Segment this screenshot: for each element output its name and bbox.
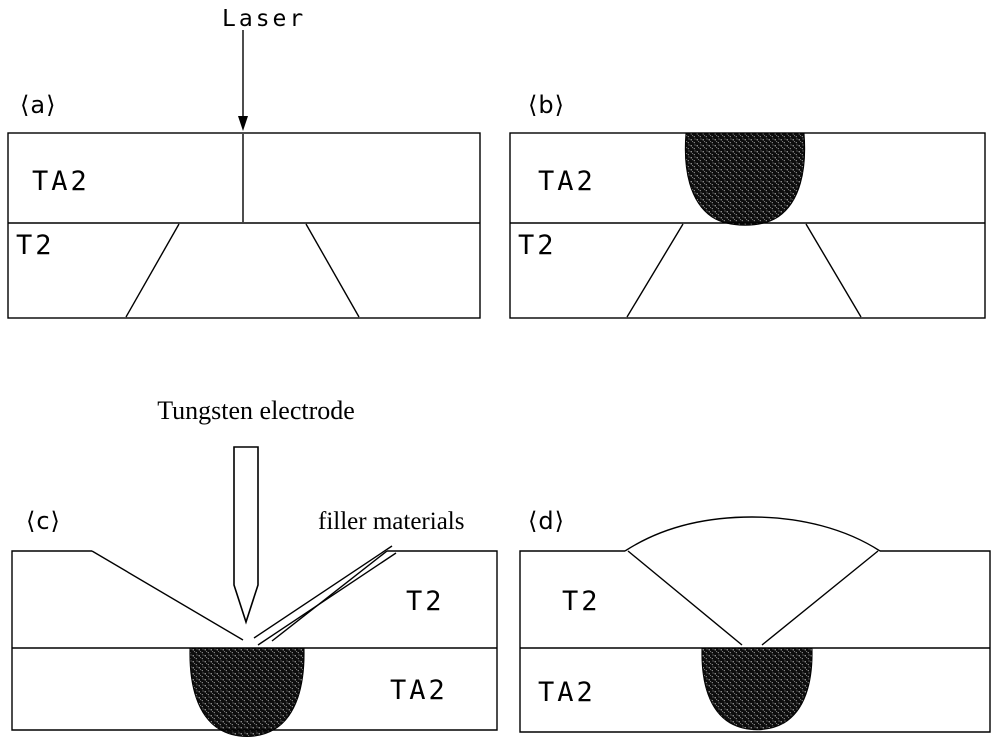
tungsten-electrode-label: Tungsten electrode: [157, 396, 355, 425]
panel-a-groove-right-line: [305, 223, 360, 318]
panel-a-top-layer-label: TA2: [32, 166, 90, 197]
laser-beam-arrow-icon: [238, 116, 248, 131]
panel-a-plate-outline: [7, 132, 481, 319]
panel-d-tag: ⟨d⟩: [528, 507, 565, 535]
panel-b: ⟨b⟩ TA2 T2: [509, 91, 986, 319]
panel-c-bevel-right-line: [271, 550, 388, 642]
panel-d-bevel-left-line: [627, 550, 743, 646]
panel-d-plate-outline: [519, 550, 991, 733]
panel-c-bottom-layer-label: TA2: [390, 675, 448, 706]
filler-rod-upper-line: [253, 545, 393, 639]
filler-rod-lower-line: [257, 552, 397, 646]
panel-c-weld-nugget: [189, 647, 305, 737]
panel-a-groove-left-line: [125, 223, 180, 318]
panel-b-top-layer-label: TA2: [538, 166, 596, 197]
panel-b-plate-outline: [509, 132, 986, 319]
panel-c: Tungsten electrode filler materials ⟨c⟩ …: [11, 396, 498, 737]
panel-b-tag: ⟨b⟩: [528, 91, 565, 119]
filler-materials-label: filler materials: [318, 508, 464, 535]
panel-a-tag: ⟨a⟩: [20, 91, 56, 119]
panel-d-weld-cap-curve: [624, 516, 881, 552]
panel-c-bevel-left-line: [91, 550, 244, 641]
panel-b-groove-left-line: [626, 223, 684, 318]
panel-d-weld-nugget: [701, 647, 813, 731]
panel-d-bottom-layer-label: TA2: [538, 677, 596, 708]
panel-d: ⟨d⟩ T2 TA2: [519, 507, 991, 733]
tungsten-electrode-shape: [233, 446, 259, 625]
panel-b-weld-nugget: [684, 132, 806, 226]
panel-b-bottom-layer-label: T2: [518, 230, 557, 261]
panel-d-bevel-right-line: [761, 550, 879, 646]
panel-d-top-layer-label: T2: [562, 586, 601, 617]
panel-a-bottom-layer-label: T2: [16, 230, 55, 261]
panel-a: Laser ⟨a⟩ TA2 T2: [7, 6, 481, 319]
panel-c-tag: ⟨c⟩: [26, 507, 61, 535]
panel-c-plate-outline: [11, 550, 498, 731]
laser-label: Laser: [222, 6, 306, 32]
panel-c-top-layer-label: T2: [406, 586, 445, 617]
panel-b-groove-right-line: [805, 223, 862, 318]
